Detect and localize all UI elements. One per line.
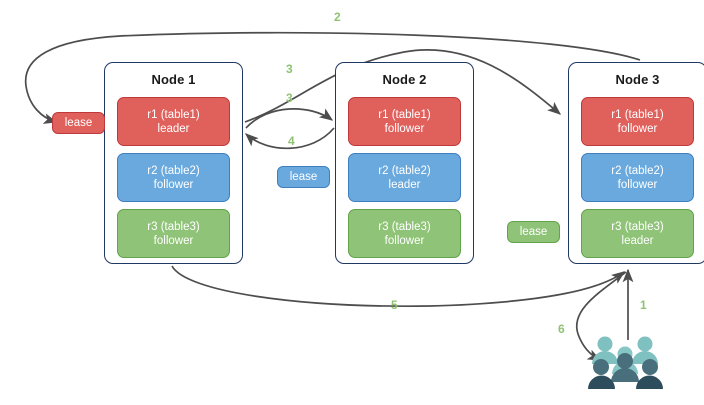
replica-r3[interactable]: r3 (table3) follower (117, 209, 230, 258)
replica-name: r2 (table2) (611, 164, 664, 177)
replica-r1[interactable]: r1 (table1) follower (581, 97, 694, 146)
replica-name: r1 (table1) (147, 108, 200, 121)
node-panel-1[interactable]: Node 1 r1 (table1) leader r2 (table2) fo… (104, 62, 243, 264)
lease-badge-table1[interactable]: lease (52, 112, 105, 134)
replica-r2[interactable]: r2 (table2) follower (117, 153, 230, 202)
replica-role: follower (617, 122, 658, 135)
replica-r2[interactable]: r2 (table2) follower (581, 153, 694, 202)
node-title: Node 3 (615, 72, 660, 87)
step-label-4: 4 (288, 134, 295, 148)
edge-step-5 (171, 265, 626, 308)
replica-name: r1 (table1) (611, 108, 664, 121)
replica-name: r3 (table3) (611, 220, 664, 233)
step-label-3b: 3 (286, 91, 293, 105)
replica-name: r3 (table3) (147, 220, 200, 233)
edge-step-3-upper (244, 49, 562, 123)
step-label-1: 1 (640, 298, 647, 312)
lease-badge-table3[interactable]: lease (507, 221, 560, 243)
edge-step-3-lower (245, 108, 334, 129)
replica-role: follower (384, 122, 425, 135)
edge-step-6 (575, 271, 627, 361)
replica-role: follower (153, 178, 194, 191)
node-panel-2[interactable]: Node 2 r1 (table1) follower r2 (table2) … (335, 62, 474, 264)
lease-badge-table2[interactable]: lease (277, 166, 330, 188)
replica-r1[interactable]: r1 (table1) follower (348, 97, 461, 146)
edge-step-4 (244, 127, 335, 150)
replica-name: r3 (table3) (378, 220, 431, 233)
replica-r3[interactable]: r3 (table3) leader (581, 209, 694, 258)
replica-name: r1 (table1) (378, 108, 431, 121)
step-label-6: 6 (558, 322, 565, 336)
replica-role: follower (617, 178, 658, 191)
step-label-2: 2 (334, 10, 341, 24)
node-title: Node 2 (382, 72, 427, 87)
clients-icon (588, 336, 663, 389)
step-label-5: 5 (391, 298, 398, 312)
replica-role: leader (157, 122, 190, 135)
replica-r2[interactable]: r2 (table2) leader (348, 153, 461, 202)
replica-role: follower (153, 234, 194, 247)
replica-role: leader (388, 178, 421, 191)
replica-role: follower (384, 234, 425, 247)
edge-step-2 (24, 31, 641, 124)
replica-name: r2 (table2) (378, 164, 431, 177)
step-label-3a: 3 (286, 62, 293, 76)
node-title: Node 1 (151, 72, 196, 87)
replica-role: leader (621, 234, 654, 247)
replica-name: r2 (table2) (147, 164, 200, 177)
replica-r3[interactable]: r3 (table3) follower (348, 209, 461, 258)
node-panel-3[interactable]: Node 3 r1 (table1) follower r2 (table2) … (568, 62, 704, 264)
replica-r1[interactable]: r1 (table1) leader (117, 97, 230, 146)
